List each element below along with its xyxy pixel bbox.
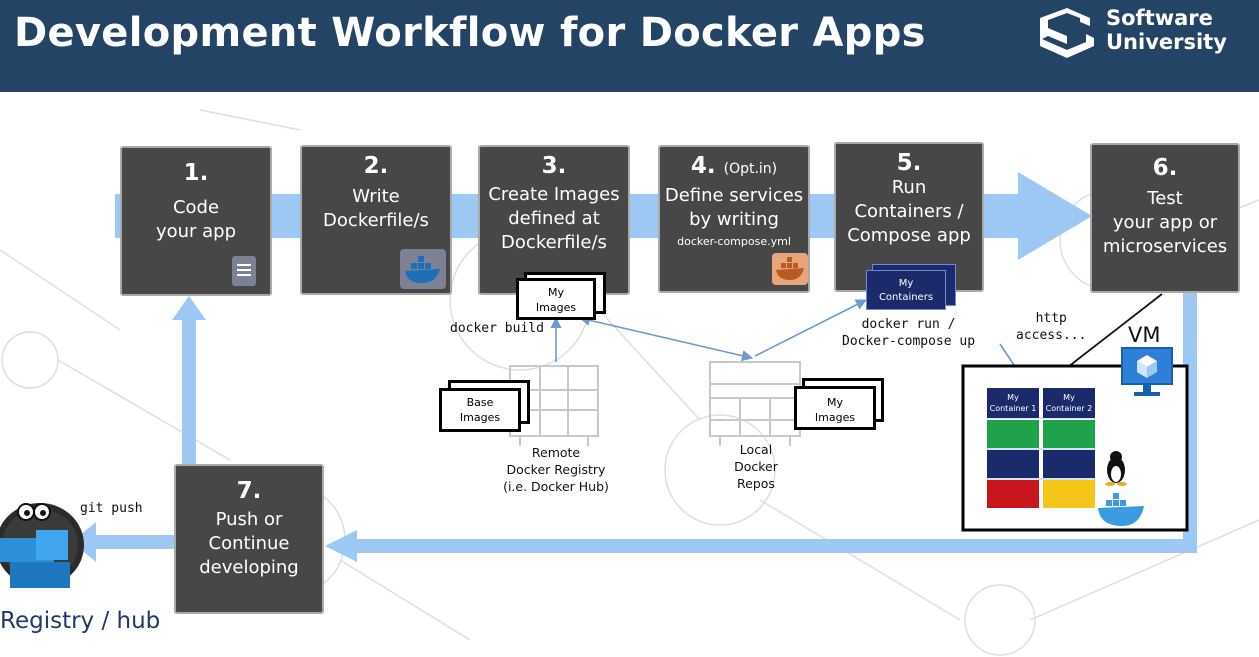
step-2-write-dockerfile[interactable]: 2. Write Dockerfile/s	[300, 145, 452, 295]
my-containers-stack: My Containers	[866, 270, 946, 310]
step-number-value: 4.	[690, 153, 716, 179]
docker-build-label: docker build	[450, 321, 544, 336]
step-text: Define services by writing	[664, 185, 804, 230]
linux-penguin-icon	[1105, 451, 1127, 486]
step-text: Create Images defined at Dockerfile/s	[488, 184, 620, 253]
step-number: 1.	[183, 160, 209, 186]
registry-mascot-icon	[0, 503, 84, 588]
base-images-stack: Base Images	[439, 388, 521, 432]
up-flow-arrow	[172, 296, 206, 466]
header-bar: Development Workflow for Docker Apps Sof…	[0, 0, 1259, 92]
step-4-define-services[interactable]: 4. (Opt.in) Define services by writing d…	[658, 145, 810, 293]
vm-label: VM	[1128, 323, 1161, 347]
http-access-label: http access...	[1016, 311, 1087, 343]
step-text: Run Containers / Compose app	[847, 177, 971, 246]
local-my-images-stack: My Images	[794, 386, 876, 430]
my-container-2-label: My Container 2	[1043, 390, 1095, 418]
step-text: Test your app or microservices	[1102, 188, 1228, 257]
logo-text: Software University	[1106, 6, 1227, 54]
docker-compose-icon	[772, 253, 808, 285]
docker-whale-icon	[1098, 493, 1144, 526]
step-number: 7.	[236, 478, 262, 504]
step-7-push-or-continue[interactable]: 7. Push or Continue developing	[174, 464, 324, 614]
software-university-logo: Software University	[1036, 4, 1256, 64]
logo-line-1: Software	[1106, 6, 1213, 30]
step-3-create-images[interactable]: 3. Create Images defined at Dockerfile/s	[478, 145, 630, 295]
step-number: 4. (Opt.in)	[660, 153, 808, 182]
step-number: 6.	[1152, 155, 1178, 181]
step-text: Write Dockerfile/s	[323, 186, 429, 231]
step-number: 5.	[896, 150, 922, 176]
local-repos-rack-icon	[709, 361, 801, 446]
page-title: Development Workflow for Docker Apps	[14, 10, 926, 56]
git-push-label: git push	[80, 501, 143, 516]
my-container-1-label: My Container 1	[987, 390, 1039, 418]
step-6-test-app[interactable]: 6. Test your app or microservices	[1090, 143, 1240, 293]
step-1-code-app[interactable]: 1. Code your app	[120, 146, 272, 296]
remote-registry-label: Remote Docker Registry (i.e. Docker Hub)	[503, 445, 609, 494]
logo-line-2: University	[1106, 30, 1227, 54]
step-opt-in: (Opt.in)	[723, 161, 778, 177]
local-repos-label: Local Docker Repos	[734, 442, 778, 491]
docker-compose-filename: docker-compose.yml	[677, 235, 791, 248]
docker-run-label: docker run / Docker-compose up	[842, 317, 976, 349]
return-flow-arrow	[325, 292, 1197, 562]
software-university-logo-icon	[1040, 8, 1094, 58]
step-text: Push or Continue developing	[199, 509, 299, 578]
step-number: 3.	[541, 153, 567, 179]
registry-hub-label: Registry / hub	[0, 608, 161, 634]
my-images-stack: My Images	[516, 278, 596, 320]
step-number: 2.	[363, 153, 389, 179]
push-flow-arrow	[72, 522, 180, 562]
docker-whale-icon	[400, 249, 446, 289]
document-icon	[232, 256, 256, 286]
step-text: Code your app	[155, 197, 237, 242]
vm-monitor-icon	[1121, 347, 1173, 396]
